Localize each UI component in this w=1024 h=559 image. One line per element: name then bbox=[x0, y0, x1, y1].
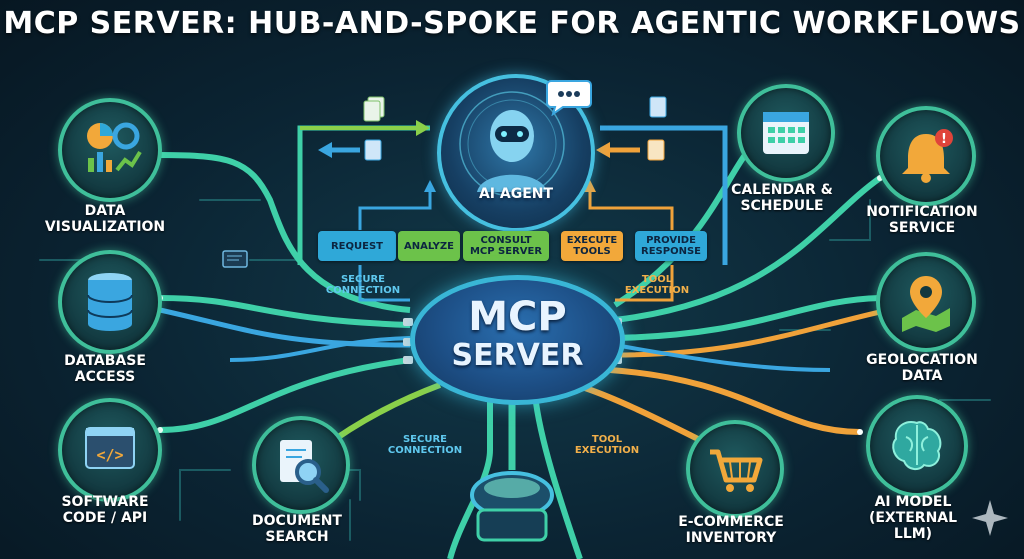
geolocation-data-node bbox=[876, 252, 976, 352]
ai-model-label: AI MODEL (EXTERNAL LLM) bbox=[868, 494, 958, 542]
wire-ecommerce bbox=[584, 385, 702, 443]
page-title: MCP SERVER: HUB-AND-SPOKE FOR AGENTIC WO… bbox=[3, 6, 1021, 41]
hub-line1: MCP bbox=[468, 294, 567, 340]
step-request: REQUEST bbox=[318, 231, 396, 261]
wire-ai-model bbox=[609, 367, 861, 435]
document-search-label: DOCUMENT SEARCH bbox=[252, 513, 342, 545]
mcp-server-hub: MCP SERVER bbox=[410, 275, 625, 405]
step-execute: EXECUTE TOOLS bbox=[561, 231, 623, 261]
sparkle-icon bbox=[972, 500, 1008, 536]
wire-code bbox=[159, 357, 411, 433]
wire-calendar bbox=[613, 153, 748, 308]
calendar-icon bbox=[763, 112, 809, 154]
code-icon: </> bbox=[85, 427, 135, 469]
wire-data-visualization bbox=[157, 152, 411, 313]
ecommerce-inventory-node bbox=[686, 420, 784, 518]
wire-notification bbox=[614, 175, 882, 323]
ai-model-node bbox=[866, 395, 968, 497]
cart-icon bbox=[710, 449, 763, 492]
step-consult: CONSULT MCP SERVER bbox=[463, 231, 549, 261]
ecommerce-inventory-label: E-COMMERCE INVENTORY bbox=[678, 514, 784, 546]
tool-execution-label: TOOL EXECUTION bbox=[624, 274, 690, 296]
hub-line2: SERVER bbox=[451, 338, 584, 373]
step-analyze: ANALYZE bbox=[398, 231, 460, 261]
chart-icon bbox=[87, 122, 142, 172]
calendar-schedule-node bbox=[737, 84, 835, 182]
data-visualization-label: DATA VISUALIZATION bbox=[44, 203, 166, 235]
calendar-schedule-label: CALENDAR & SCHEDULE bbox=[731, 182, 833, 214]
svg-text:</>: </> bbox=[96, 446, 123, 464]
software-code-node: </> bbox=[58, 398, 162, 502]
data-visualization-node bbox=[58, 98, 162, 202]
bell-icon: ! bbox=[902, 129, 953, 183]
ai-agent-node: AI AGENT bbox=[437, 74, 595, 232]
software-code-label: SOFTWARE CODE / API bbox=[61, 494, 149, 526]
map-pin-icon bbox=[902, 276, 950, 332]
wire-database bbox=[159, 295, 411, 328]
document-search-node bbox=[252, 416, 350, 514]
tool-execution-label-2: TOOL EXECUTION bbox=[574, 434, 640, 456]
ai-agent-label: AI AGENT bbox=[478, 186, 554, 202]
database-icon bbox=[87, 273, 133, 331]
notification-service-node: ! bbox=[876, 106, 976, 206]
wire-right-blue bbox=[614, 343, 831, 372]
notification-service-label: NOTIFICATION SERVICE bbox=[866, 204, 978, 236]
wire-left-blue bbox=[229, 336, 411, 362]
secure-connection-label: SECURE CONNECTION bbox=[325, 274, 401, 296]
brain-icon bbox=[892, 421, 942, 471]
monitor-icon bbox=[222, 250, 248, 268]
database-access-node bbox=[58, 250, 162, 354]
wire-database-2 bbox=[159, 307, 411, 348]
document-search-icon bbox=[280, 440, 329, 493]
document-icon bbox=[363, 96, 667, 161]
chat-bubble-icon bbox=[546, 80, 592, 116]
step-provide: PROVIDE RESPONSE bbox=[635, 231, 707, 261]
secure-connection-label-2: SECURE CONNECTION bbox=[387, 434, 463, 456]
robot-icon bbox=[459, 91, 565, 197]
svg-text:!: ! bbox=[941, 132, 947, 147]
geolocation-data-label: GEOLOCATION DATA bbox=[866, 352, 978, 384]
database-access-label: DATABASE ACCESS bbox=[64, 353, 146, 385]
wire-geolocation bbox=[614, 295, 881, 341]
